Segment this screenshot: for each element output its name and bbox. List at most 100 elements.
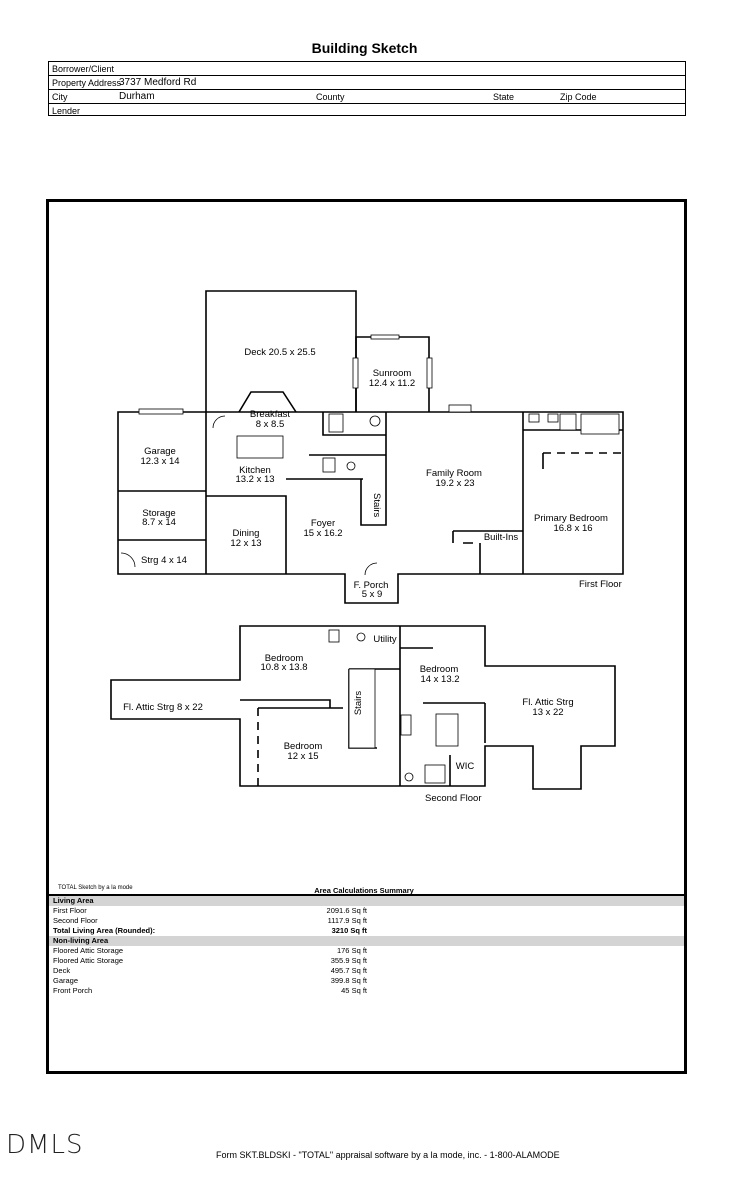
stairs2-label: Stairs bbox=[353, 691, 364, 716]
bedroom2-label: Bedroom bbox=[420, 664, 459, 675]
primary-walls bbox=[452, 412, 623, 574]
porch-dim: 5 x 9 bbox=[362, 589, 383, 600]
primary-tub bbox=[580, 413, 620, 435]
second-floor-outline bbox=[110, 625, 616, 790]
storage-dim: 8.7 x 14 bbox=[142, 517, 176, 528]
foyer-label: Foyer bbox=[311, 518, 335, 529]
upstairs-shower bbox=[424, 764, 446, 784]
first-floor-outline bbox=[117, 411, 624, 604]
family-window bbox=[448, 404, 472, 413]
upstairs-toilet-2 bbox=[404, 772, 414, 782]
bedroom3-label: Bedroom bbox=[284, 741, 323, 752]
living-row: First Floor 2091.6 Sq ft bbox=[49, 906, 684, 916]
attic2-label: Fl. Attic Strg bbox=[522, 697, 573, 708]
nonliving-row: Floored Attic Storage 355.9 Sq ft bbox=[49, 956, 684, 966]
half-bath-toilet bbox=[369, 415, 381, 427]
kitchen-dim: 13.2 x 13 bbox=[235, 474, 274, 485]
family-room-dim: 19.2 x 23 bbox=[435, 478, 474, 489]
nonliving-row-label: Garage bbox=[53, 976, 79, 985]
stairs1-label: Stairs bbox=[371, 493, 382, 518]
area-calculations: Living Area First Floor 2091.6 Sq ft Sec… bbox=[49, 896, 684, 996]
living-row-label: First Floor bbox=[53, 906, 87, 915]
attic2-dim: 13 x 22 bbox=[532, 707, 563, 718]
breakfast-bay bbox=[238, 391, 297, 413]
half-bath-tub bbox=[328, 413, 344, 433]
form-footer: Form SKT.BLDSKI - "TOTAL" appraisal soft… bbox=[216, 1150, 560, 1160]
builtins-label: Built-Ins bbox=[484, 532, 519, 543]
bath-sink bbox=[322, 457, 336, 473]
bath-toilet bbox=[346, 461, 356, 471]
summary-heading: Area Calculations Summary bbox=[314, 886, 414, 895]
wic-label: WIC bbox=[456, 761, 475, 772]
breakfast-dim: 8 x 8.5 bbox=[256, 419, 285, 430]
bedroom1-label: Bedroom bbox=[265, 653, 304, 664]
strg-door-swing bbox=[120, 552, 136, 568]
second-floor-label: Second Floor bbox=[425, 793, 482, 804]
first-floor-label: First Floor bbox=[579, 579, 622, 590]
garage-walls bbox=[118, 412, 207, 574]
foyer-door-swing bbox=[364, 562, 378, 576]
dining-dim: 12 x 13 bbox=[230, 538, 261, 549]
breakfast-door-swing bbox=[212, 415, 226, 429]
summary-divider bbox=[49, 894, 684, 896]
utility-label: Utility bbox=[373, 634, 396, 645]
living-row-value: 1117.9 Sq ft bbox=[327, 916, 367, 925]
nonliving-row-value: 355.9 Sq ft bbox=[330, 956, 367, 965]
lender-label: Lender bbox=[52, 106, 81, 116]
living-area-heading: Living Area bbox=[49, 896, 684, 906]
nonliving-row: Floored Attic Storage 176 Sq ft bbox=[49, 946, 684, 956]
strg-label: Strg 4 x 14 bbox=[141, 555, 187, 566]
sunroom-side-window bbox=[352, 357, 359, 389]
total-living-row: Total Living Area (Rounded): 3210 Sq ft bbox=[49, 926, 684, 936]
upstairs-vanity bbox=[400, 714, 412, 736]
page-title: Building Sketch bbox=[311, 40, 418, 56]
attic1-label: Fl. Attic Strg 8 x 22 bbox=[123, 702, 203, 713]
living-row-label: Second Floor bbox=[53, 916, 98, 925]
primary-sink-2 bbox=[547, 413, 559, 423]
lender-row: Lender bbox=[49, 104, 685, 118]
total-value: 3210 Sq ft bbox=[331, 926, 367, 935]
nonliving-row-label: Floored Attic Storage bbox=[53, 946, 124, 955]
bedroom2-dim: 14 x 13.2 bbox=[420, 674, 459, 685]
garage-window bbox=[138, 408, 184, 415]
upstairs-toilet bbox=[356, 632, 366, 642]
nonliving-row-label: Front Porch bbox=[53, 986, 93, 995]
bath-walls bbox=[309, 412, 386, 456]
stairs-2-box bbox=[348, 668, 376, 749]
nonliving-row-label: Floored Attic Storage bbox=[53, 956, 124, 965]
floor-plan-drawing: Deck 20.5 x 25.5 Sunroom 12.4 x 11.2 Bre… bbox=[110, 290, 624, 804]
address-label: Property Address bbox=[52, 78, 122, 88]
family-room-label: Family Room bbox=[426, 468, 482, 479]
building-sketch-frame: Deck 20.5 x 25.5 Sunroom 12.4 x 11.2 Bre… bbox=[46, 199, 687, 1074]
kitchen-foyer-walls bbox=[206, 412, 387, 574]
primary-bedroom-dim: 16.8 x 16 bbox=[553, 523, 592, 534]
sunroom-label: Sunroom bbox=[373, 368, 412, 379]
property-header-table: Borrower/Client Property Address 3737 Me… bbox=[48, 61, 686, 116]
bedroom1-dim: 10.8 x 13.8 bbox=[260, 662, 307, 673]
nonliving-row-value: 45 Sq ft bbox=[341, 986, 367, 995]
primary-sink-1 bbox=[528, 413, 540, 423]
city-value: Durham bbox=[119, 91, 155, 102]
city-row: City Durham County State Zip Code bbox=[49, 90, 685, 104]
sunroom-side-window-2 bbox=[426, 357, 433, 389]
breakfast-label: Breakfast bbox=[250, 409, 290, 420]
nonliving-row-label: Deck bbox=[53, 966, 71, 975]
kitchen-island bbox=[236, 435, 284, 459]
garage-label: Garage bbox=[144, 446, 176, 457]
primary-shower bbox=[559, 413, 577, 431]
nonliving-row: Garage 399.8 Sq ft bbox=[49, 976, 684, 986]
nonliving-heading: Non-living Area bbox=[49, 936, 684, 946]
city-label: City bbox=[52, 92, 68, 102]
kitchen-label: Kitchen bbox=[239, 465, 271, 476]
bedroom3-dim: 12 x 15 bbox=[287, 751, 318, 762]
dmls-logo: DMLS bbox=[6, 1130, 84, 1160]
borrower-label: Borrower/Client bbox=[52, 64, 115, 74]
deck-label: Deck 20.5 x 25.5 bbox=[244, 347, 315, 358]
second-floor-walls bbox=[240, 626, 433, 786]
nonliving-row: Front Porch 45 Sq ft bbox=[49, 986, 684, 996]
sunroom-window bbox=[370, 334, 400, 340]
total-label: Total Living Area (Rounded): bbox=[53, 926, 156, 935]
borrower-row: Borrower/Client bbox=[49, 62, 685, 76]
nonliving-row-value: 495.7 Sq ft bbox=[330, 966, 367, 975]
upstairs-sink bbox=[328, 629, 340, 643]
